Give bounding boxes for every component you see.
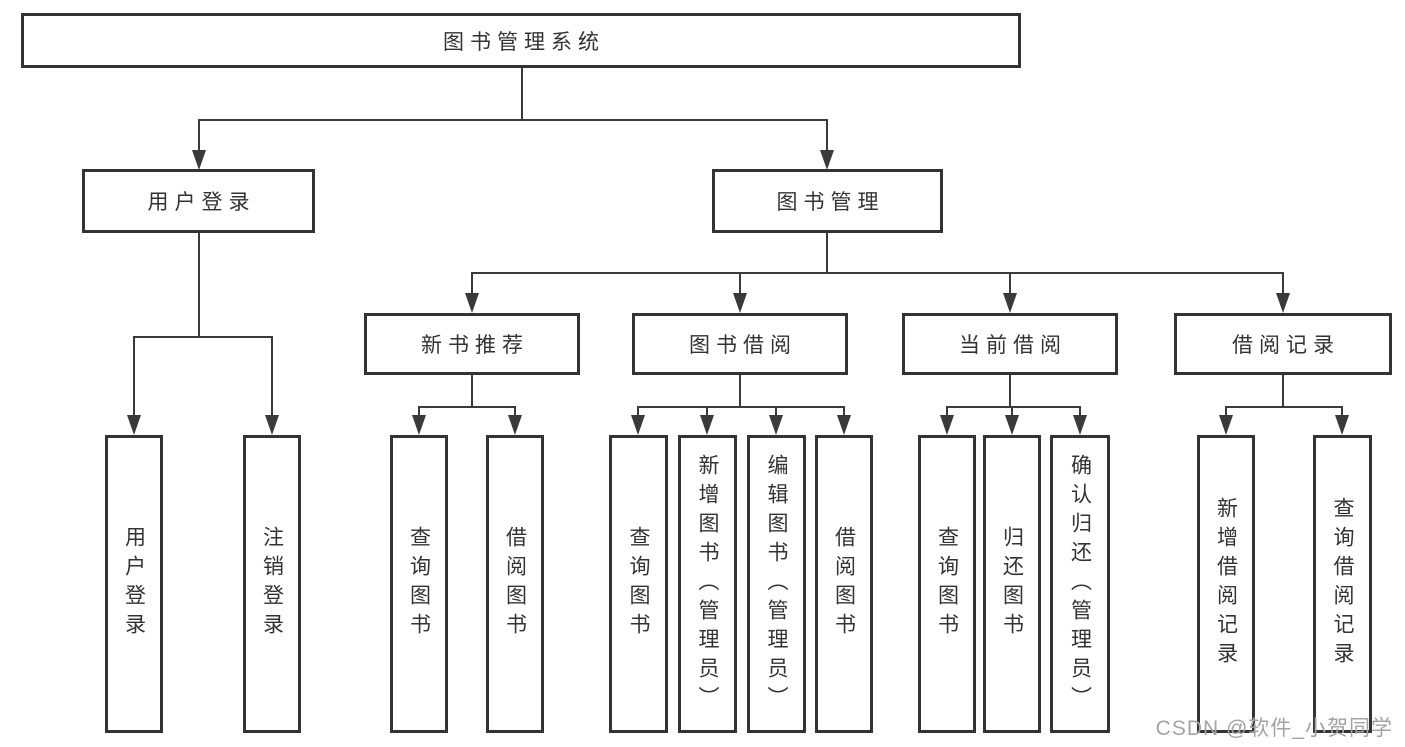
node-current-borrowing: 当前借阅: [902, 313, 1118, 375]
leaf-edit-book-admin-label: 编辑图书（管理员）: [765, 453, 788, 715]
leaf-query-books-3-label: 查询图书: [935, 526, 959, 642]
leaf-return-books-label: 归还图书: [1000, 526, 1024, 642]
leaf-query-books-2-label: 查询图书: [627, 526, 650, 642]
node-user-login-label: 用户登录: [147, 191, 256, 214]
node-book-management: 图书管理: [712, 169, 943, 233]
leaf-user-login-label: 用户登录: [122, 526, 146, 642]
node-borrowing-records: 借阅记录: [1174, 313, 1392, 375]
node-book-borrowing: 图书借阅: [632, 313, 848, 375]
node-borrowing-records-label: 借阅记录: [1232, 334, 1340, 357]
node-book-borrowing-label: 图书借阅: [689, 334, 797, 357]
node-new-book-recommend: 新书推荐: [364, 313, 580, 375]
leaf-confirm-return-admin-label: 确认归还（管理员）: [1068, 453, 1092, 715]
leaf-borrow-books-2: 借阅图书: [815, 435, 873, 733]
leaf-borrow-books-1: 借阅图书: [486, 435, 544, 733]
leaf-edit-book-admin: 编辑图书（管理员）: [747, 435, 806, 733]
leaf-user-login: 用户登录: [105, 435, 163, 733]
leaf-query-books-2: 查询图书: [609, 435, 668, 733]
leaf-borrow-books-2-label: 借阅图书: [832, 526, 856, 642]
leaf-logout-login: 注销登录: [243, 435, 301, 733]
leaf-add-borrow-record-label: 新增借阅记录: [1214, 497, 1238, 671]
leaf-logout-login-label: 注销登录: [260, 526, 284, 642]
leaf-add-book-admin: 新增图书（管理员）: [678, 435, 737, 733]
node-user-login: 用户登录: [82, 169, 315, 233]
node-book-management-label: 图书管理: [776, 191, 885, 214]
node-current-borrowing-label: 当前借阅: [959, 334, 1067, 357]
leaf-query-books-1: 查询图书: [390, 435, 448, 733]
leaf-query-books-3: 查询图书: [918, 435, 976, 733]
csdn-watermark: CSDN @软件_小贺同学: [1155, 717, 1393, 740]
leaf-query-borrow-record: 查询借阅记录: [1313, 435, 1372, 733]
leaf-add-borrow-record: 新增借阅记录: [1197, 435, 1255, 733]
node-root: 图书管理系统: [21, 13, 1021, 68]
leaf-query-borrow-record-label: 查询借阅记录: [1331, 497, 1354, 671]
leaf-query-books-1-label: 查询图书: [407, 526, 431, 642]
node-new-book-recommend-label: 新书推荐: [421, 334, 529, 357]
leaf-return-books: 归还图书: [983, 435, 1041, 733]
leaf-add-book-admin-label: 新增图书（管理员）: [696, 453, 719, 715]
node-root-label: 图书管理系统: [443, 30, 605, 54]
leaf-confirm-return-admin: 确认归还（管理员）: [1050, 435, 1110, 733]
leaf-borrow-books-1-label: 借阅图书: [503, 526, 527, 642]
